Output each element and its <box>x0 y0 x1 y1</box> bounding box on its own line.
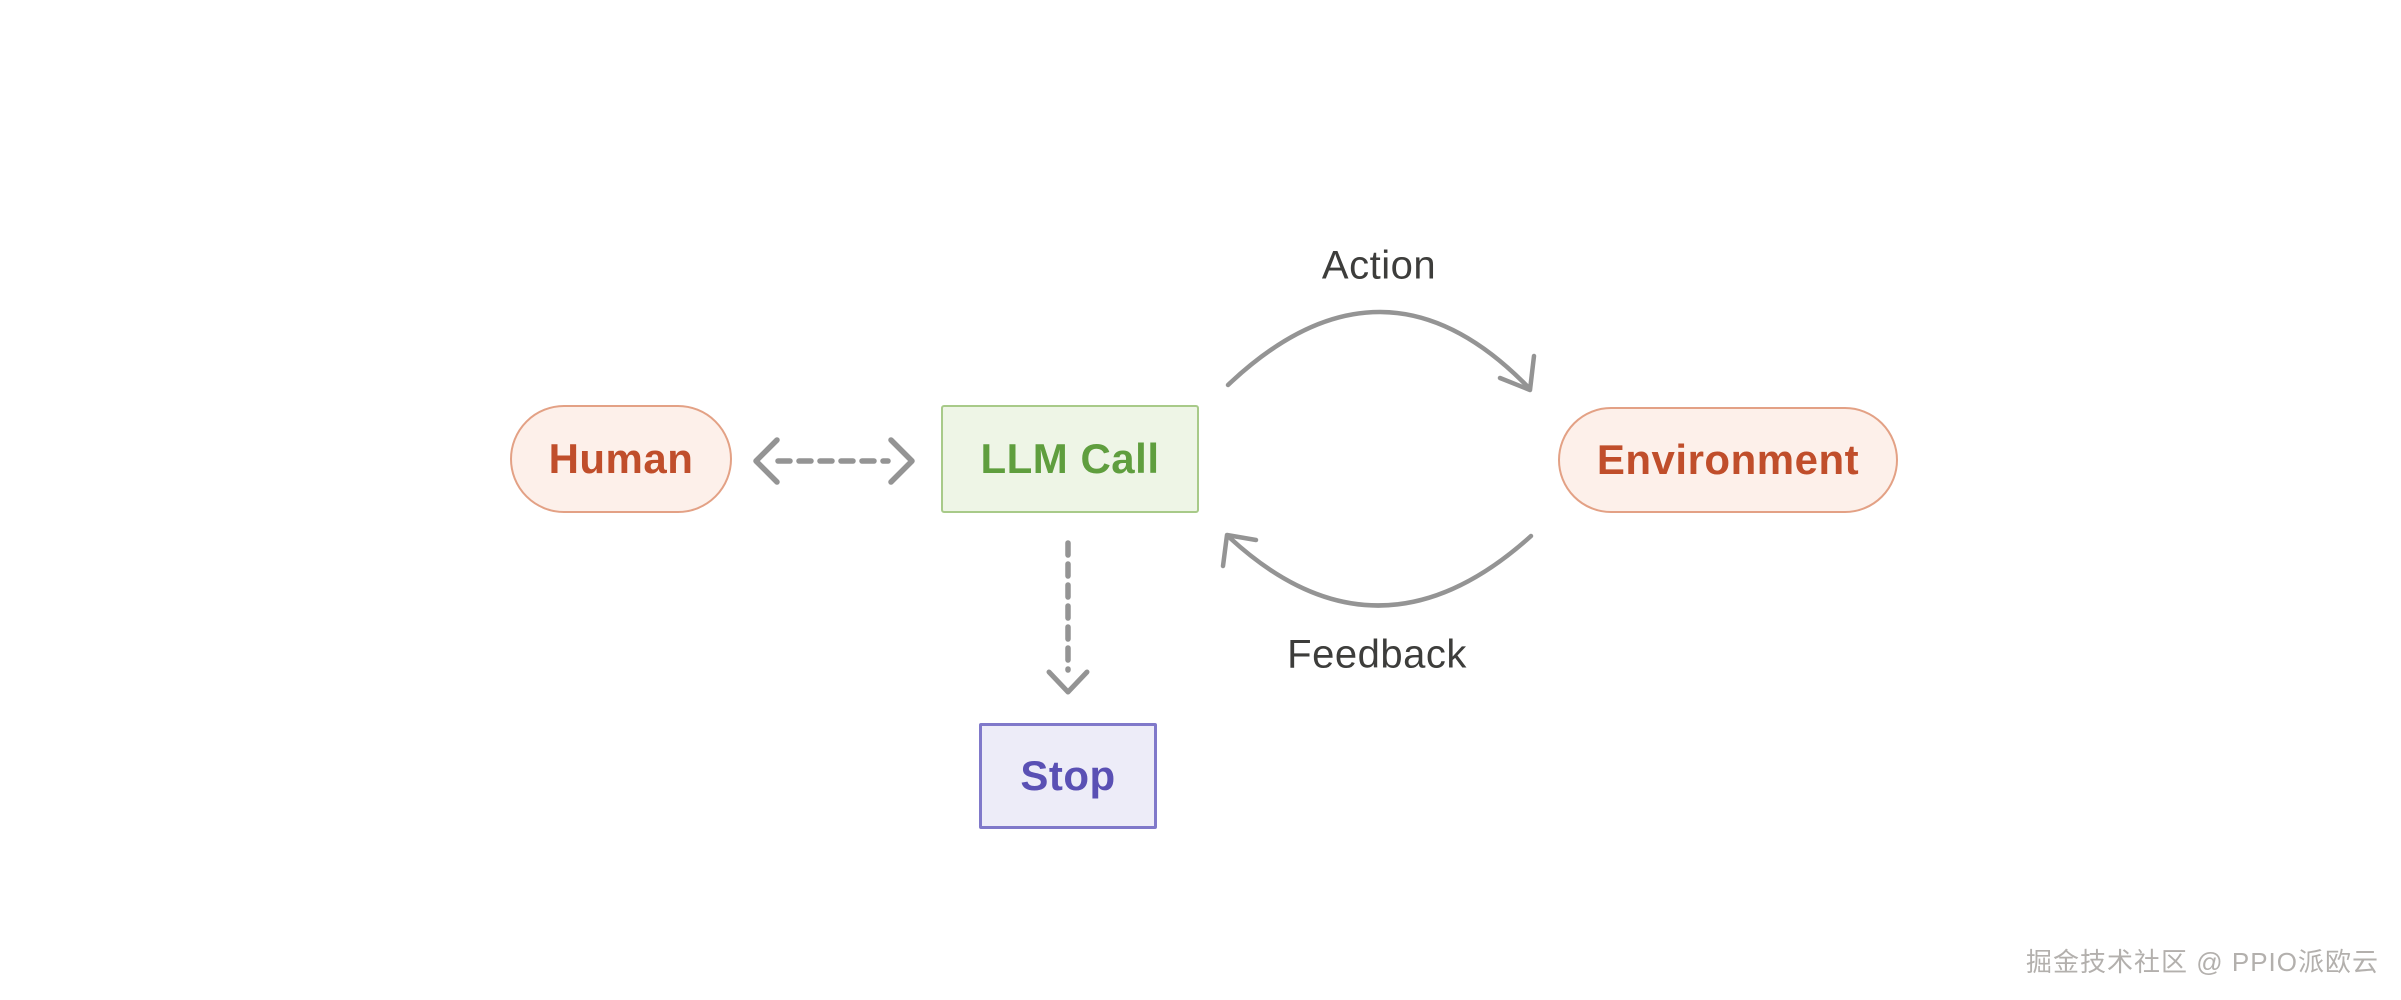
human-node: Human <box>510 405 732 513</box>
stop-node-label: Stop <box>1020 752 1116 799</box>
llm-call-node-label: LLM Call <box>980 435 1160 482</box>
environment-node: Environment <box>1558 407 1898 513</box>
feedback-arrowhead <box>1220 532 1259 569</box>
watermark: 掘金技术社区 @ PPIO派欧云 <box>2026 947 2379 977</box>
human-llm-dashed-double-arrow <box>753 437 915 485</box>
llm-call-node: LLM Call <box>941 405 1199 513</box>
environment-node-label: Environment <box>1596 436 1860 483</box>
stop-node: Stop <box>979 723 1157 829</box>
llm-stop-dashed-arrow <box>1046 540 1090 695</box>
right-chevron-arrowhead <box>888 437 915 485</box>
left-chevron-arrowhead <box>753 437 780 485</box>
human-node-label: Human <box>548 435 694 482</box>
action-edge-label: Action <box>1321 243 1437 288</box>
feedback-curved-arrow <box>1220 532 1534 608</box>
down-arrowhead <box>1046 669 1090 695</box>
action-arrowhead <box>1497 353 1537 393</box>
action-curved-arrow <box>1225 309 1537 393</box>
feedback-edge-label: Feedback <box>1287 632 1467 677</box>
